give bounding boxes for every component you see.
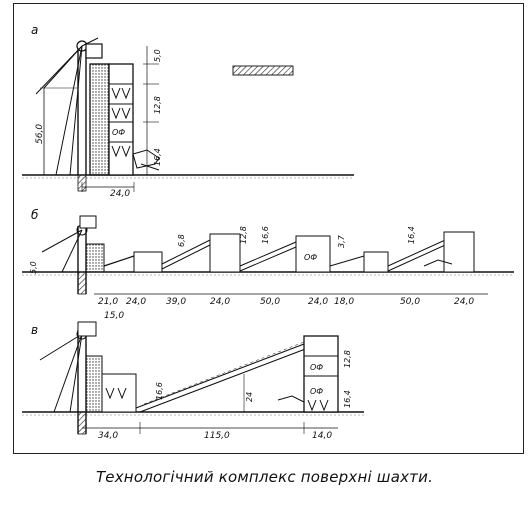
panel-b-dim-24-c: 24,0: [308, 297, 328, 307]
panel-b-letter: б: [31, 208, 39, 222]
panel-a-of-label: ОФ: [112, 128, 125, 137]
panel-b-dim-50-a: 50,0: [260, 297, 280, 307]
panel-c-inclined-conveyor: [135, 341, 309, 413]
panel-c-of-label-1: ОФ: [310, 363, 323, 372]
panel-b-dim-6-8: 6,8: [177, 234, 186, 247]
panel-b-dim-16-6: 16,6: [261, 226, 270, 244]
panel-a-dim-16-4: 16,4: [153, 148, 162, 166]
panel-b-dim-12-8: 12,8: [239, 226, 248, 244]
panel-b-dim-24-b: 24,0: [210, 297, 230, 307]
panel-b-dim-15: 15,0: [104, 311, 124, 321]
panel-b-dim-21: 21,0: [98, 297, 118, 307]
panel-a: а ОФ: [22, 23, 354, 199]
technological-complex-drawing: а ОФ: [22, 23, 514, 441]
panel-a-letter: а: [31, 23, 38, 37]
panel-c-dim-115: 115,0: [204, 431, 230, 441]
panel-c-dim-12-8: 12,8: [343, 350, 352, 368]
panel-c-letter: в: [31, 323, 38, 337]
panel-b-dim-39: 39,0: [166, 297, 186, 307]
legend-hatched-bar: [232, 65, 294, 76]
panel-c-bunker-building: 16,6: [101, 373, 164, 413]
panel-b-headframe: [41, 215, 105, 295]
figure-caption: Технологічний комплекс поверхні шахти.: [95, 468, 434, 486]
panel-b-dim-5: 5,0: [29, 261, 38, 274]
panel-c-dim-16-4: 16,4: [343, 390, 352, 408]
panel-a-dim-12-8: 12,8: [153, 96, 162, 114]
panel-c-dim-14: 14,0: [312, 431, 332, 441]
panel-b-dim-50-b: 50,0: [400, 297, 420, 307]
diagram-frame: а ОФ: [13, 3, 524, 454]
panel-c-headframe: [39, 321, 103, 435]
panel-c-dim-16-6: 16,6: [155, 382, 164, 400]
panel-c-dim-34: 34,0: [98, 431, 118, 441]
panel-a-processing-building: ОФ: [89, 63, 160, 176]
panel-a-dim-24: 24,0: [110, 189, 130, 199]
panel-b-dim-18: 18,0: [334, 297, 354, 307]
panel-a-dim-5: 5,0: [153, 49, 162, 62]
panel-a-dim-56: 56,0: [35, 124, 45, 144]
panel-c: в 16,6 ОФ: [22, 321, 364, 441]
panel-b-dim-24-a: 24,0: [126, 297, 146, 307]
panel-c-dim-24: 24: [245, 392, 254, 402]
panel-b-dim-24-d: 24,0: [454, 297, 474, 307]
panel-c-of-label-2: ОФ: [310, 387, 323, 396]
panel-b-conveyor-line: ОФ: [103, 231, 475, 273]
panel-b-dim-16-4: 16,4: [407, 226, 416, 244]
panel-c-plant-building: ОФ ОФ: [277, 335, 339, 413]
panel-b-dim-3-7: 3,7: [337, 234, 346, 248]
panel-b: б ОФ 6,8: [22, 208, 514, 321]
panel-b-of-label: ОФ: [304, 253, 317, 262]
